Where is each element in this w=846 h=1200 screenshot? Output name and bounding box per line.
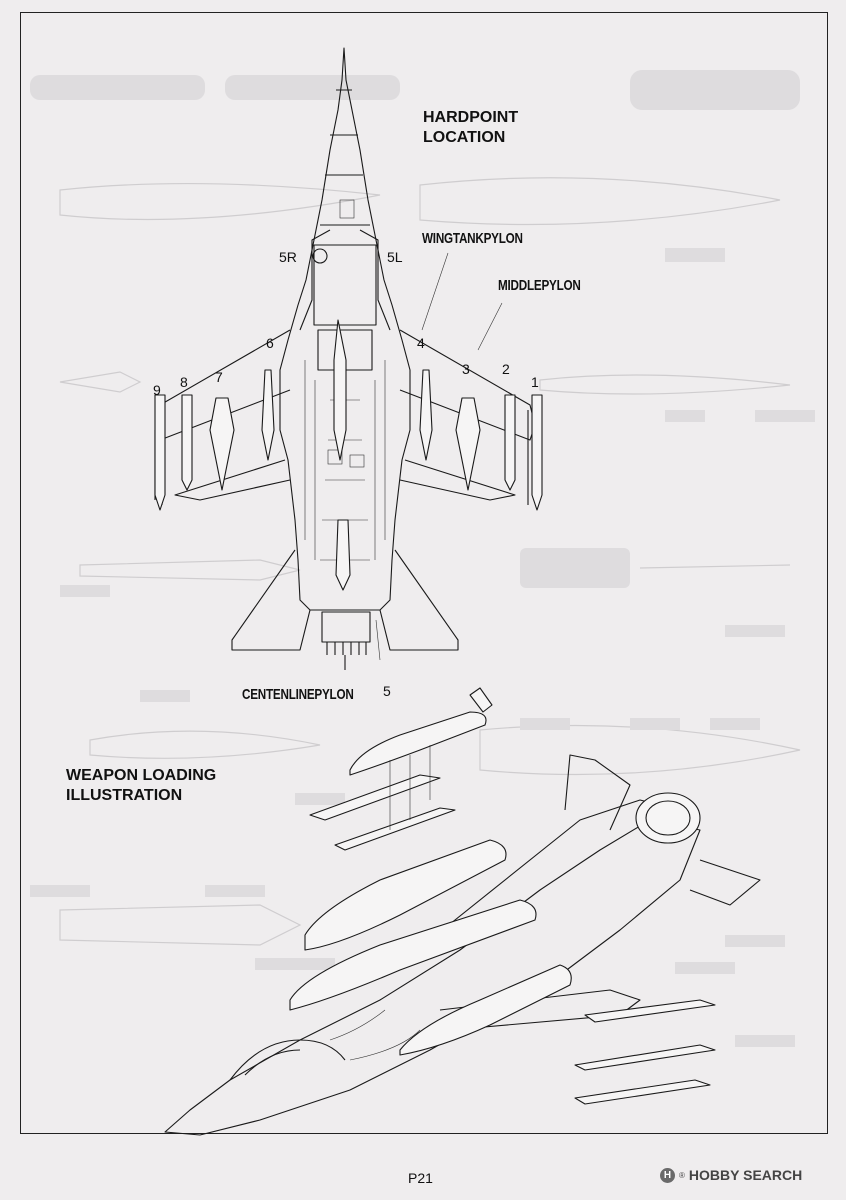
station-8-label: 8 [180, 374, 188, 390]
station-4-label: 4 [417, 335, 425, 351]
station-2-label: 2 [502, 361, 510, 377]
middle-pylon-label: MIDDLEPYLON [498, 277, 581, 294]
hardpoint-location-heading: HARDPOINT LOCATION [423, 109, 519, 146]
watermark-text: HOBBY SEARCH [688, 1167, 803, 1183]
weapon-loading-heading: WEAPON LOADING ILLUSTRATION [66, 767, 217, 804]
station-5-label: 5 [383, 683, 391, 699]
station-1-label: 1 [531, 374, 539, 390]
station-5l-label: 5L [387, 249, 403, 265]
station-9-label: 9 [153, 382, 161, 398]
wing-tank-pylon-label: WINGTANKPYLON [422, 230, 523, 247]
station-7-label: 7 [215, 369, 223, 385]
page-number: P21 [408, 1170, 433, 1186]
h-logo-icon: H [660, 1167, 675, 1183]
hobby-search-watermark: H ® HOBBY SEARCH [660, 1167, 802, 1183]
watermark-mark: ® [679, 1170, 685, 1180]
page-border [20, 12, 828, 1134]
station-5r-label: 5R [279, 249, 297, 265]
station-3-label: 3 [462, 361, 470, 377]
station-6-label: 6 [266, 335, 274, 351]
centerline-pylon-label: CENTENLINEPYLON [242, 686, 354, 703]
